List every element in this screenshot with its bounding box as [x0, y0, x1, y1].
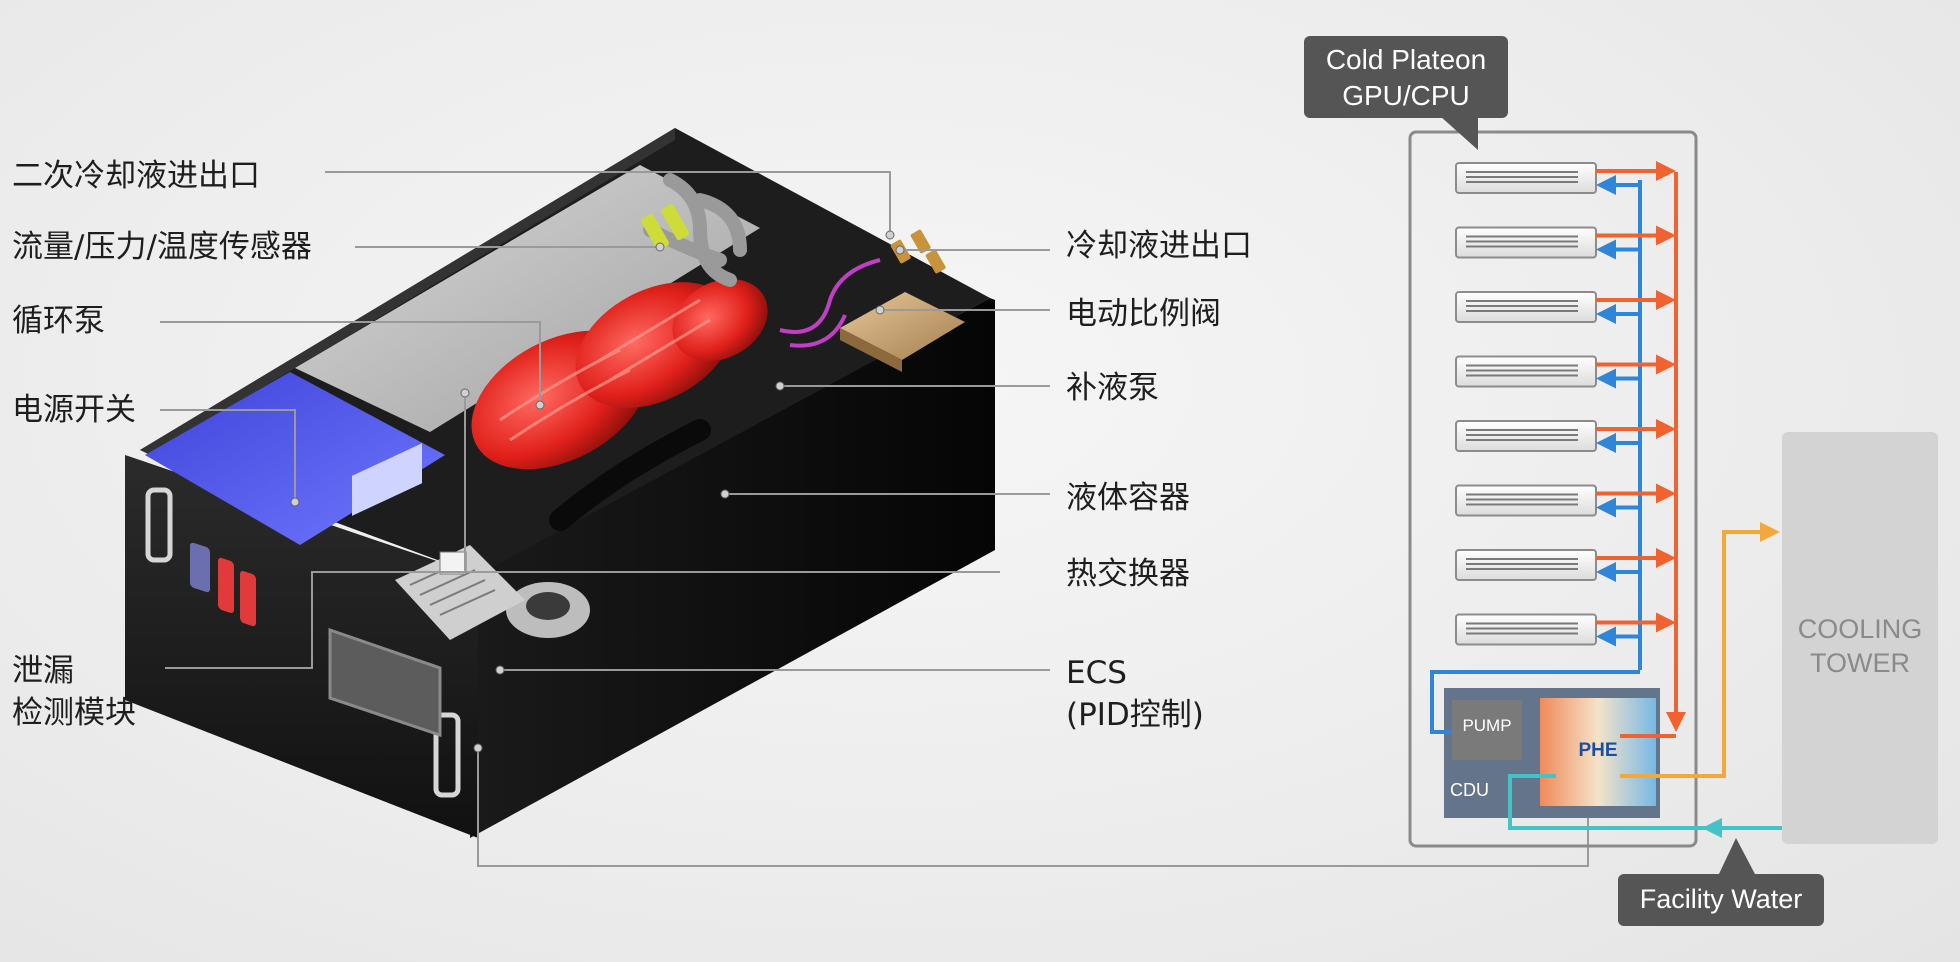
label-flow-pressure-temp-sensor: 流量/压力/温度传感器	[12, 229, 312, 265]
label-heat-exchanger: 热交换器	[1066, 556, 1190, 592]
tower-supply-line	[1620, 522, 1780, 778]
leader-dots	[290, 230, 905, 753]
rack-outline	[1408, 130, 1698, 848]
front-handle-right	[433, 712, 461, 798]
label-secondary-coolant-io: 二次冷却液进出口	[12, 158, 260, 194]
chassis-side-panel	[470, 298, 995, 838]
cdu-unit-illustration	[125, 128, 995, 838]
leak-detection-module	[439, 551, 467, 575]
cold-plates	[1455, 161, 1676, 647]
power-bracket	[352, 443, 422, 516]
circulation-pumps-red	[471, 279, 768, 470]
label-leak-detection-line2: 检测模块	[12, 695, 136, 731]
cold-plate-6	[1455, 483, 1676, 518]
cold-plate-4	[1455, 354, 1676, 389]
cooling-tower	[1782, 432, 1938, 844]
return-into-phe	[1508, 774, 1706, 830]
label-ecs-line1: ECS	[1066, 655, 1127, 691]
label-makeup-pump: 补液泵	[1066, 370, 1159, 406]
cooling-tower-label: COOLING TOWER	[1782, 612, 1938, 680]
container-pipe	[549, 419, 711, 531]
cold-plate-7	[1455, 548, 1676, 582]
leader-lines	[160, 171, 1589, 867]
cold-plate-callout-box	[1304, 36, 1508, 118]
cold-plate-5	[1455, 419, 1676, 453]
cooling-tower-line2: TOWER	[1810, 648, 1910, 678]
label-circulation-pump: 循环泵	[12, 303, 105, 339]
cold-plate-callout-line2: GPU/CPU	[1342, 80, 1470, 111]
sensors-yellow	[641, 204, 690, 251]
ecs-controller-board	[395, 545, 525, 640]
cold-supply-from-pump	[1430, 670, 1640, 734]
chassis-back-wall	[140, 128, 675, 455]
chassis-front-panel	[125, 455, 478, 838]
cold-plate-callout-line1: Cold Plateon	[1325, 44, 1487, 75]
label-leak-detection-line1: 泄漏	[12, 653, 74, 689]
phe-block	[1540, 698, 1656, 806]
label-ecs-line2: (PID控制)	[1066, 697, 1204, 733]
cold-plate-3	[1455, 290, 1676, 324]
cold-plate-2	[1455, 225, 1676, 260]
pump-block	[1452, 700, 1522, 760]
front-display	[328, 627, 442, 738]
cold-plate-8	[1455, 612, 1676, 647]
label-power-switch: 电源开关	[12, 392, 136, 428]
label-electric-proportional-valve: 电动比例阀	[1066, 296, 1221, 332]
front-handle-left	[145, 487, 173, 563]
facility-water-label: Facility Water	[1639, 884, 1803, 914]
cdu-label: CDU	[1450, 780, 1489, 800]
cooling-schematic	[1304, 36, 1938, 926]
facility-water-callout-box	[1618, 874, 1824, 926]
label-ecs: ECS (PID控制)	[1066, 652, 1204, 736]
phe-label: PHE	[1578, 740, 1618, 761]
makeup-hoses	[779, 258, 881, 348]
fii-logo	[190, 542, 256, 627]
cold-plate-1	[1455, 161, 1676, 195]
label-liquid-container: 液体容器	[1066, 480, 1190, 516]
cold-plate-callout: Cold Plateon GPU/CPU	[1304, 38, 1508, 122]
pump-label: PUMP	[1462, 716, 1512, 735]
label-leak-detection: 泄漏 检测模块	[12, 650, 136, 734]
cooling-tower-line1: COOLING	[1797, 614, 1923, 644]
label-coolant-io: 冷却液进出口	[1066, 228, 1252, 264]
